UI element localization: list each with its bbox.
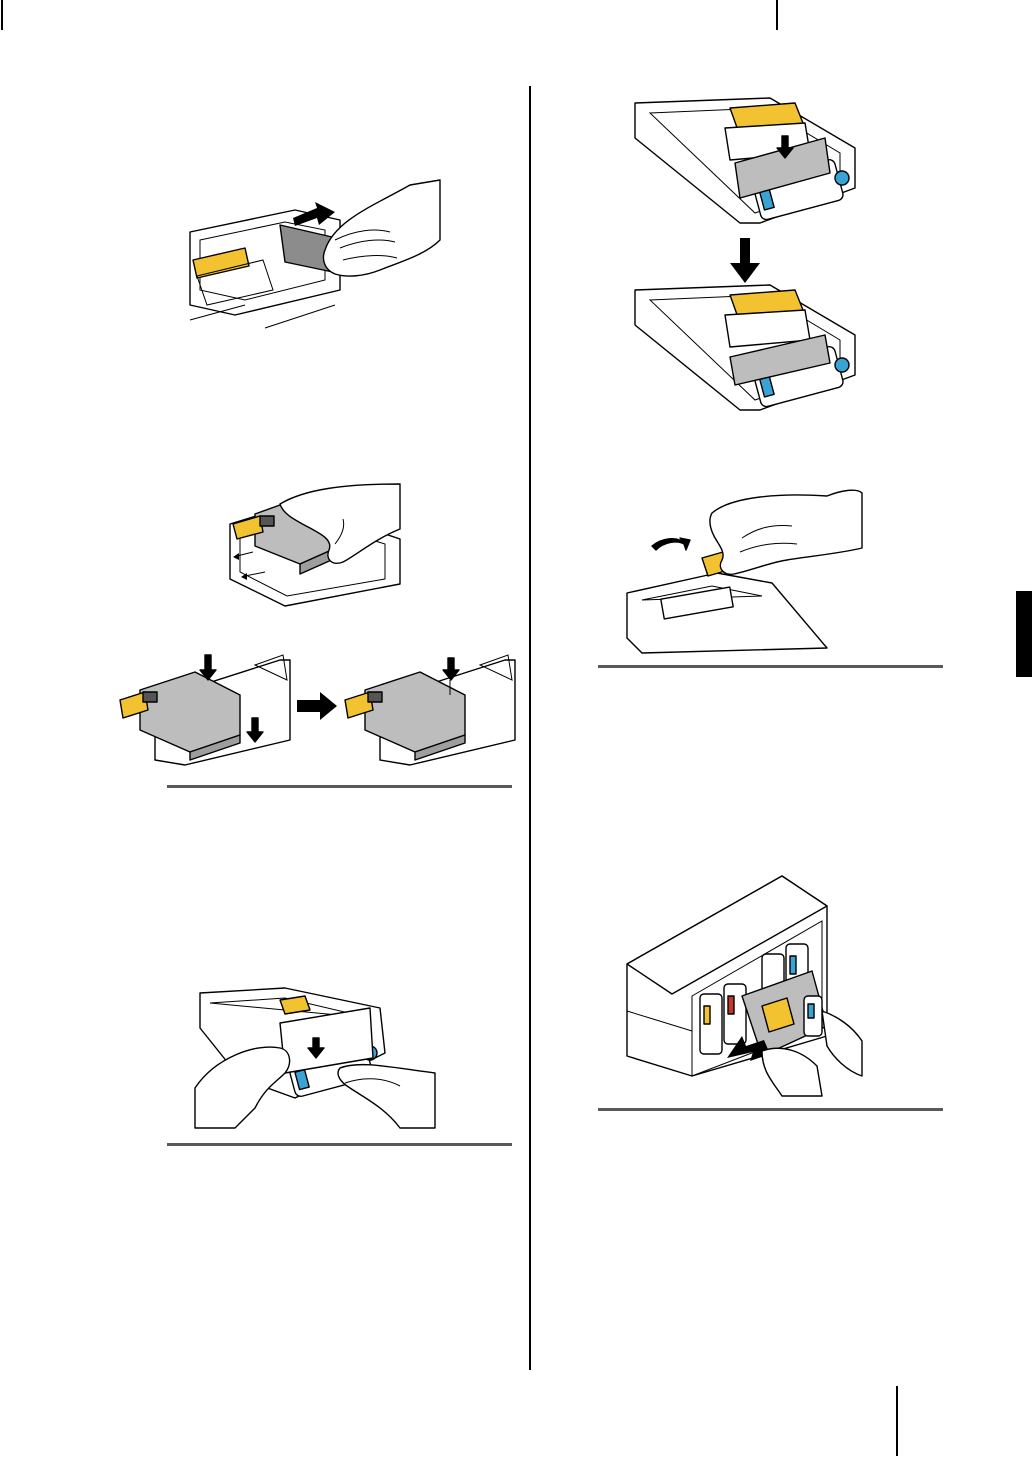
slide-in-cover-icon	[630, 98, 860, 228]
section-rule-1	[167, 785, 512, 788]
page-number-divider	[896, 1386, 898, 1456]
section-rule-3	[598, 665, 943, 668]
press-down-cartridge-icon	[115, 640, 515, 770]
crop-mark-top-left	[1, 0, 3, 30]
section-rule-2	[167, 1143, 512, 1146]
cover-in-place-icon	[630, 285, 860, 415]
remove-chip-icon	[622, 488, 862, 653]
slide-out-cover-icon	[185, 180, 445, 330]
lift-cartridge-icon	[225, 484, 405, 609]
section-tab	[1016, 591, 1032, 677]
down-arrow-icon	[730, 238, 760, 283]
insert-into-printer-icon	[622, 876, 862, 1096]
column-divider	[529, 86, 531, 1370]
section-rule-4	[598, 1108, 943, 1111]
crop-mark-top-right	[776, 0, 778, 30]
insert-cover-icon	[195, 988, 435, 1128]
